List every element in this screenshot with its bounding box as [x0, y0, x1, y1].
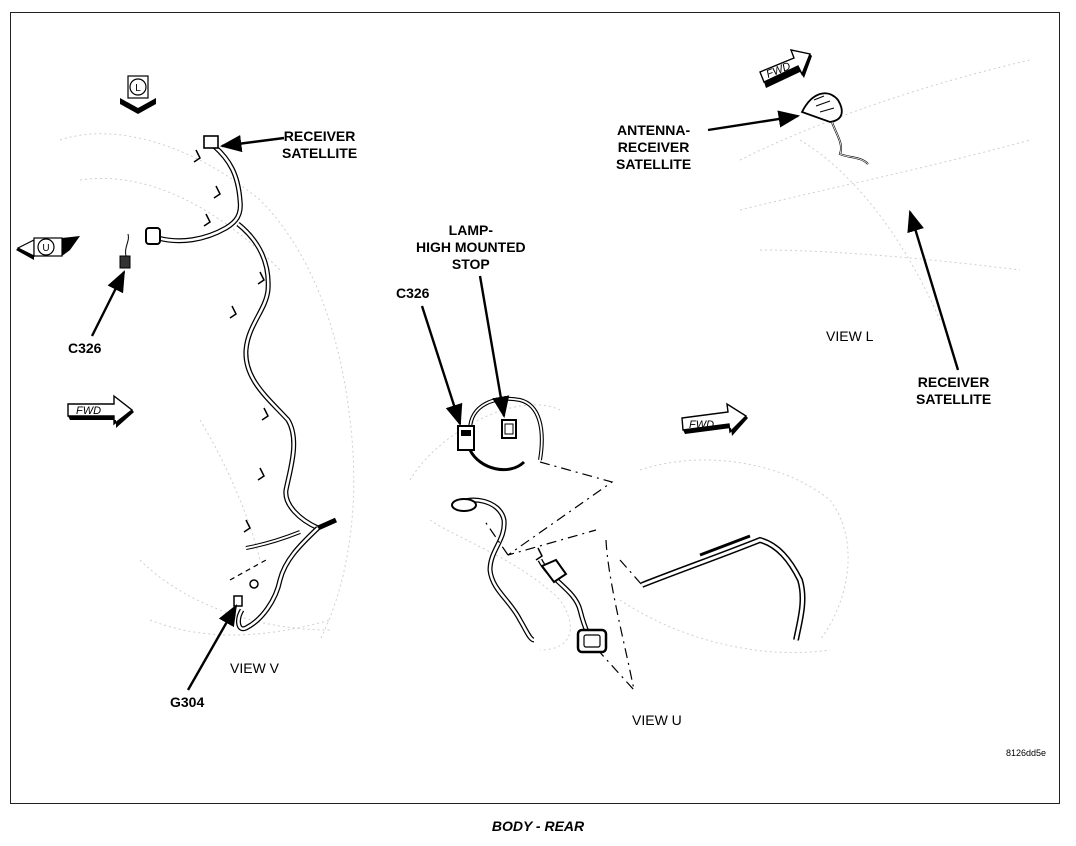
view-label-l: VIEW L: [826, 328, 874, 344]
ground-bolt-g304: [249, 579, 259, 589]
label-receiver-satellite-view-l: RECEIVER SATELLITE: [916, 374, 991, 408]
connector-c326-v: [119, 255, 131, 269]
label-line: RECEIVER: [283, 128, 356, 144]
label-antenna-receiver-satellite: ANTENNA- RECEIVER SATELLITE: [616, 122, 691, 173]
leader-receiver-satellite-v: [219, 134, 285, 153]
label-line: STOP: [451, 256, 490, 272]
body-panel-sketch-view-u: [409, 404, 849, 654]
label-line: SATELLITE: [616, 156, 692, 172]
harness-view-u: [453, 396, 806, 693]
connector-lamp-high-mounted-stop-detail: [504, 423, 514, 435]
figure-code: 8126dd5e: [1006, 748, 1047, 758]
leader-lamp-high-mounted-stop: [478, 275, 510, 419]
label-line: LAMP-: [448, 222, 493, 238]
body-panel-sketch-view-l: [739, 59, 1031, 321]
connector-c326-u: [457, 425, 475, 451]
diagram-frame: [10, 12, 1060, 804]
label-lamp-high-mounted-stop: LAMP- HIGH MOUNTED STOP: [416, 222, 526, 273]
leader-c326-u: [420, 305, 463, 427]
fwd-text-view-u: FWD: [689, 419, 714, 431]
label-line: HIGH MOUNTED: [416, 239, 526, 255]
fwd-arrow-view-l: FWD: [759, 49, 812, 88]
view-symbol-l: L: [120, 75, 156, 114]
label-line: ANTENNA-: [617, 122, 691, 138]
c326-v-pigtail: [125, 233, 129, 257]
antenna-receiver-satellite: [800, 92, 843, 123]
connector-lamp-high-mounted-stop: [501, 419, 517, 439]
leader-g304: [186, 604, 238, 691]
label-c326-view-u: C326: [396, 285, 430, 301]
view-symbol-u: U: [16, 236, 80, 260]
view-symbol-u-letter: U: [42, 243, 49, 254]
connector-c326-u-latch: [461, 430, 471, 436]
grommet-view-u-upper: [451, 498, 477, 512]
ground-eyelet-g304: [233, 595, 243, 607]
label-c326-view-v: C326: [68, 340, 102, 356]
leader-arrows: [90, 110, 960, 691]
fwd-arrow-view-u: FWD: [681, 402, 748, 436]
leader-antenna: [707, 110, 801, 132]
figure-caption: BODY - REAR: [491, 818, 585, 834]
grommet-view-u-middle: [540, 558, 568, 584]
body-panel-sketch-view-v: [59, 133, 355, 641]
grommet-view-u-lower-inner: [583, 634, 601, 648]
label-g304: G304: [170, 694, 205, 710]
harness-view-v: [157, 144, 338, 632]
connector-harness-end-v: [145, 227, 161, 245]
connector-receiver-satellite-v: [203, 135, 219, 149]
grommet-view-u-lower: [576, 628, 608, 654]
label-line: SATELLITE: [282, 145, 358, 161]
label-line: RECEIVER: [917, 374, 990, 390]
label-receiver-satellite-view-v: RECEIVER SATELLITE: [282, 128, 357, 162]
view-label-v: VIEW V: [230, 660, 280, 676]
antenna-fin-stripes: [813, 95, 835, 113]
antenna-cable: [831, 121, 869, 165]
antenna-cable-highlight: [831, 121, 869, 165]
label-line: RECEIVER: [617, 139, 690, 155]
view-label-u: VIEW U: [632, 712, 682, 728]
leader-receiver-satellite-l: [907, 209, 960, 371]
view-symbol-l-letter: L: [135, 83, 141, 94]
fwd-text-view-v: FWD: [76, 405, 101, 417]
fwd-arrow-view-v: FWD: [67, 394, 134, 428]
leader-c326-v: [90, 270, 126, 337]
label-line: SATELLITE: [916, 391, 992, 407]
